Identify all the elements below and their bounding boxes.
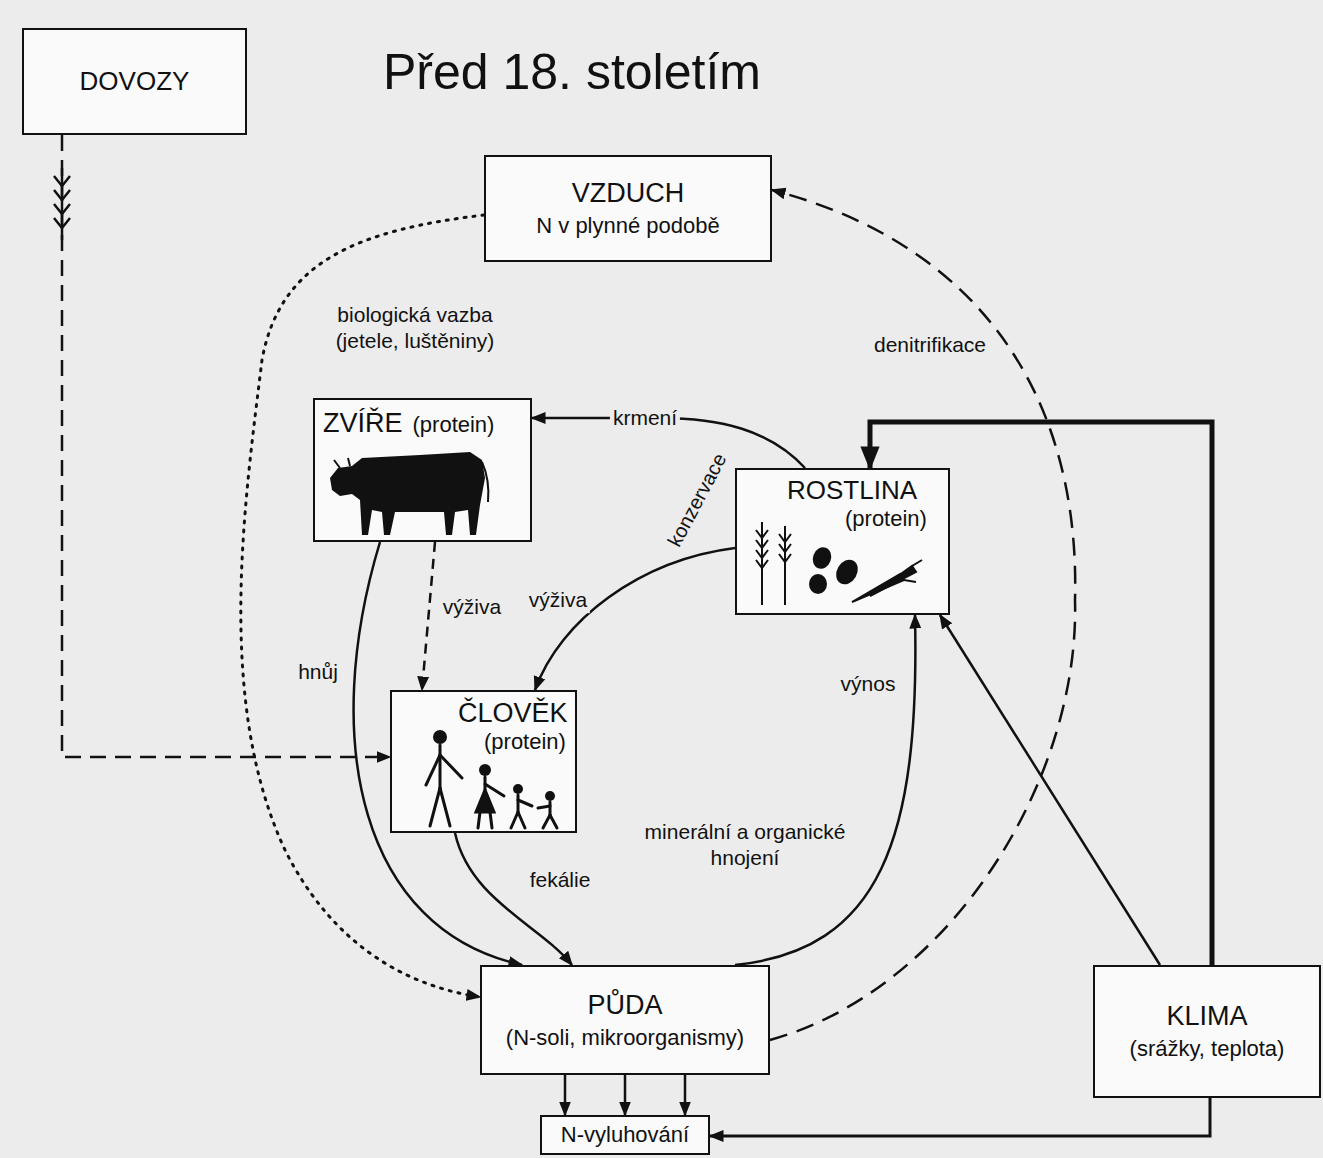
- label-wrapper: fekálie: [527, 867, 594, 893]
- diagram-title: Před 18. stoletím: [383, 44, 761, 102]
- edge-label: hnůj: [295, 659, 341, 685]
- node-heading: KLIMA: [1166, 1001, 1247, 1032]
- label-wrapper: krmení: [610, 405, 680, 431]
- plant-figures: [756, 522, 922, 605]
- connector: [770, 190, 1075, 1040]
- node-body: (protein): [413, 412, 495, 437]
- node-box: ČLOVĚK(protein): [390, 690, 577, 833]
- cow-figure: [330, 452, 488, 535]
- node-heading: VZDUCH: [572, 178, 685, 209]
- title-wrapper: Před 18. stoletím: [383, 44, 761, 102]
- node-body: (protein): [484, 729, 566, 754]
- edge-label: krmení: [610, 405, 680, 431]
- connector: [710, 1098, 1210, 1136]
- node-body: (protein): [845, 506, 927, 531]
- node-box: N-vyluhování: [540, 1115, 710, 1155]
- edge-label: výživa: [440, 594, 504, 620]
- label-wrapper: hnůj: [295, 659, 341, 685]
- label-wrapper: denitrifikace: [871, 332, 989, 358]
- node-heading: ČLOVĚK: [458, 698, 568, 729]
- import-feather-symbol: [54, 168, 70, 240]
- label-wrapper: konzervace: [661, 446, 733, 553]
- connector: [564, 1075, 567, 1115]
- edge-label: výživa: [526, 587, 590, 613]
- node-box: DOVOZY: [22, 28, 247, 135]
- connector-group: [62, 135, 1212, 1136]
- people-figures: [426, 730, 557, 828]
- node-heading: N-vyluhování: [561, 1122, 689, 1147]
- free-label: konzervace: [661, 446, 733, 553]
- label-wrapper: výnos: [838, 671, 899, 697]
- edge-label: minerální a organické hnojení: [625, 819, 866, 870]
- node-body: N v plynné podobě: [536, 213, 719, 238]
- node-heading: PŮDA: [587, 990, 662, 1021]
- edge-label: biologická vazba (jetele, luštěniny): [312, 302, 518, 353]
- connector: [684, 1075, 687, 1115]
- node-box: KLIMA (srážky, teplota): [1093, 965, 1321, 1098]
- node-body: (N-soli, mikroorganismy): [506, 1025, 744, 1050]
- node-body: (srážky, teplota): [1130, 1036, 1285, 1061]
- node-box: ROSTLINA(protein): [735, 468, 950, 615]
- connector: [455, 833, 572, 965]
- connector: [940, 615, 1160, 965]
- node-heading: ZVÍŘE: [323, 408, 403, 439]
- connector: [735, 615, 915, 965]
- connector: [422, 542, 435, 690]
- node-heading: DOVOZY: [80, 67, 190, 97]
- edge-label: fekálie: [527, 867, 594, 893]
- node-box: VZDUCH N v plynné podobě: [484, 155, 772, 262]
- label-wrapper: výživa: [440, 594, 504, 620]
- label-wrapper: biologická vazba (jetele, luštěniny): [312, 302, 518, 353]
- node-box: ZVÍŘE (protein): [313, 398, 532, 542]
- connector: [535, 548, 735, 690]
- label-wrapper: minerální a organické hnojení: [625, 819, 866, 870]
- node-box: PŮDA (N-soli, mikroorganismy): [480, 965, 770, 1075]
- connector: [624, 1075, 627, 1115]
- free-label: výnos: [838, 671, 899, 697]
- edge-label: denitrifikace: [871, 332, 989, 358]
- node-heading: ROSTLINA: [787, 476, 917, 506]
- label-wrapper: výživa: [526, 587, 590, 613]
